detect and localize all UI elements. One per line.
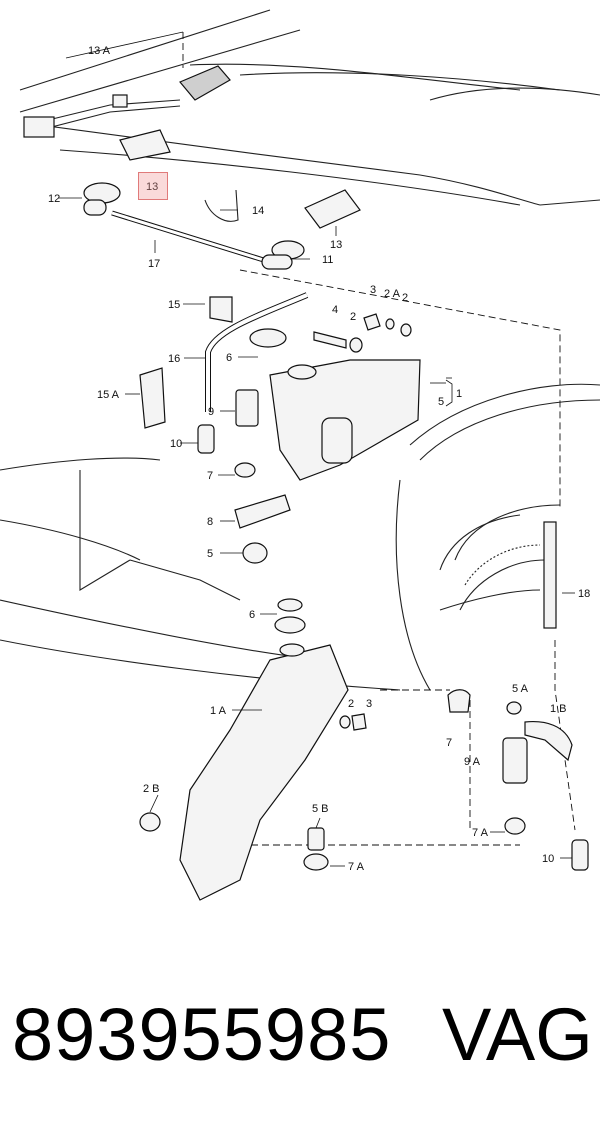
callout-1a: 1 A bbox=[210, 705, 227, 717]
callout-17: 17 bbox=[148, 258, 160, 270]
callout-2a: 2 A bbox=[384, 288, 401, 300]
pump-9 bbox=[235, 389, 259, 427]
callout-3-low: 3 bbox=[366, 698, 372, 710]
callout-6-low: 6 bbox=[249, 609, 255, 621]
callout-7a-bottom: 7 A bbox=[348, 861, 365, 873]
callout-9a: 9 A bbox=[464, 756, 481, 768]
callout-13a: 13 A bbox=[88, 45, 111, 57]
callout-12: 12 bbox=[48, 193, 60, 205]
callout-9: 9 bbox=[208, 406, 214, 418]
tyre-illustration bbox=[454, 504, 561, 611]
grommet-8 bbox=[234, 494, 291, 529]
hose-lines bbox=[111, 210, 557, 629]
callout-15a: 15 A bbox=[97, 389, 120, 401]
car-body-outline bbox=[0, 9, 600, 691]
bolt-4 bbox=[313, 331, 347, 349]
assembly-dash-lines bbox=[182, 32, 576, 846]
ring-6-upper bbox=[249, 328, 287, 348]
grommet-2b bbox=[139, 812, 161, 832]
callout-2-top: 2 bbox=[402, 292, 408, 304]
callout-5a: 5 A bbox=[512, 683, 529, 695]
part-number: 893955985 bbox=[12, 993, 392, 1076]
callout-5-left: 5 bbox=[207, 548, 213, 560]
callout-5b: 5 B bbox=[312, 803, 329, 815]
callout-18: 18 bbox=[578, 588, 590, 600]
callout-1b: 1 B bbox=[550, 703, 567, 715]
callout-6-top: 6 bbox=[226, 352, 232, 364]
callout-labels: 13 A 13 12 14 13 17 11 15 4 3 2 A 2 2 16… bbox=[48, 45, 590, 873]
callout-2b: 2 B bbox=[143, 783, 160, 795]
callout-7-low: 7 bbox=[446, 737, 452, 749]
callout-7a-right: 7 A bbox=[472, 827, 489, 839]
callout-4: 4 bbox=[332, 304, 338, 316]
clip-15 bbox=[209, 296, 233, 323]
washer-nozzle-highlighted bbox=[119, 129, 171, 161]
bracket-1b bbox=[524, 720, 573, 762]
callout-13-highlighted: 13 bbox=[146, 181, 158, 193]
callout-10-right: 10 bbox=[542, 853, 554, 865]
pump-9a bbox=[502, 737, 528, 784]
caption: 893955985 VAG bbox=[0, 985, 600, 1085]
highlight-box bbox=[138, 172, 168, 200]
callout-15: 15 bbox=[168, 299, 180, 311]
callout-5-right: 5 bbox=[438, 396, 444, 408]
callout-1: 1 bbox=[456, 388, 462, 400]
washer-nozzle-right bbox=[304, 189, 361, 229]
leader-lines bbox=[58, 31, 575, 867]
callout-7-mid: 7 bbox=[207, 470, 213, 482]
callout-10-left: 10 bbox=[170, 438, 182, 450]
callout-2-low: 2 bbox=[348, 698, 354, 710]
washer-reservoir-lower bbox=[179, 644, 349, 901]
plug-5 bbox=[242, 542, 268, 564]
callout-8: 8 bbox=[207, 516, 213, 528]
callout-13-right: 13 bbox=[330, 239, 342, 251]
brand-label: VAG bbox=[442, 993, 593, 1076]
callout-14: 14 bbox=[252, 205, 264, 217]
parts-exploded-diagram: 13 A 13 12 14 13 17 11 15 4 3 2 A 2 2 16… bbox=[0, 9, 600, 901]
callout-3-top: 3 bbox=[370, 284, 376, 296]
callout-16: 16 bbox=[168, 353, 180, 365]
bracket-15a bbox=[139, 367, 166, 429]
wiring-harness bbox=[23, 65, 231, 138]
callout-2-mid: 2 bbox=[350, 311, 356, 323]
callout-11: 11 bbox=[322, 254, 333, 266]
